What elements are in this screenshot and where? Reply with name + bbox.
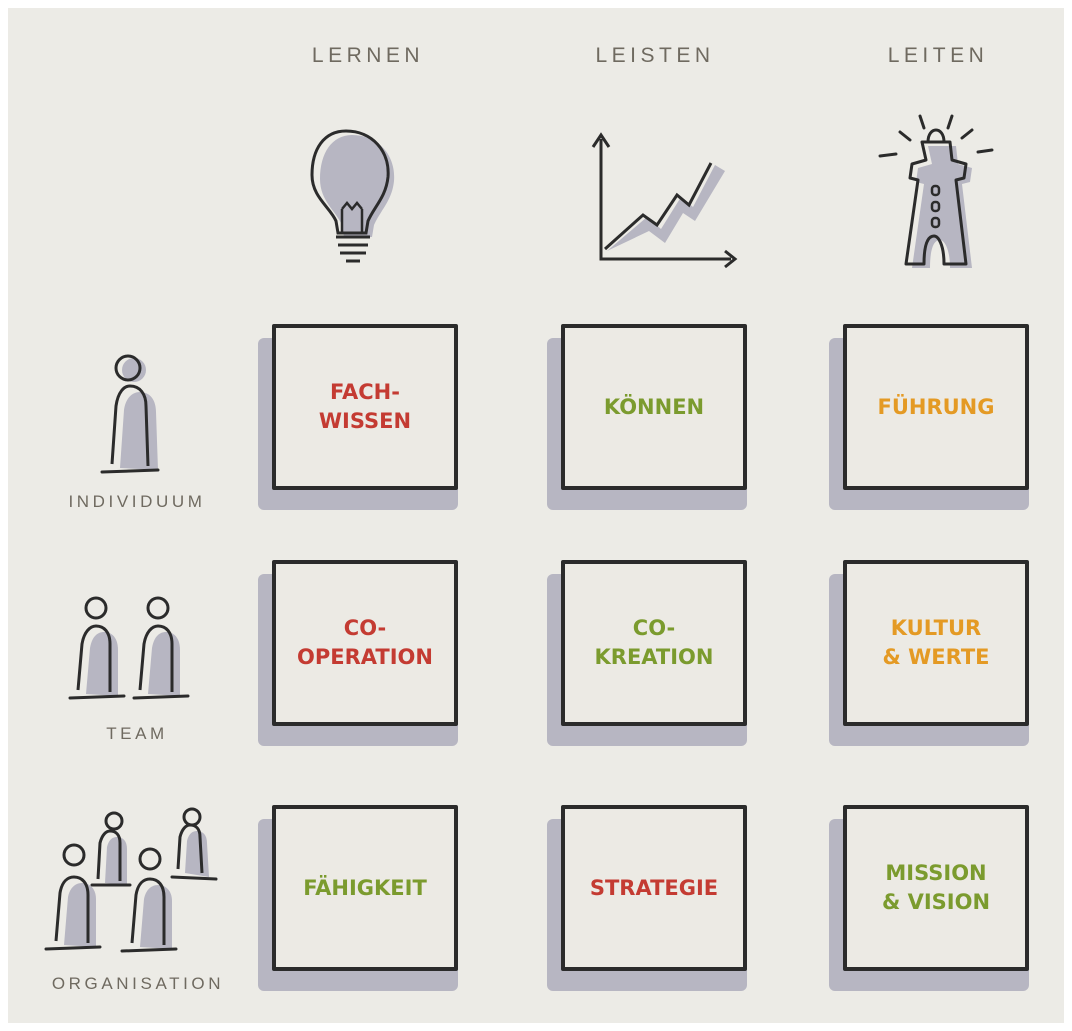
cell-fuehrung: FÜHRUNG [829,324,1029,510]
cell-fachwissen: FACH- WISSEN [258,324,458,510]
cell-box: FÄHIGKEIT [272,805,458,971]
cell-label: FÄHIGKEIT [303,875,427,900]
cell-box: CO- KREATION [561,560,747,726]
cell-label: CO- KREATION [594,616,714,669]
cell-box: MISSION & VISION [843,805,1029,971]
cell-cooperation: CO- OPERATION [258,560,458,746]
cell-box: KULTUR & WERTE [843,560,1029,726]
cell-cokreation: CO- KREATION [547,560,747,746]
cell-box: CO- OPERATION [272,560,458,726]
cell-koennen: KÖNNEN [547,324,747,510]
organisation-icon [44,807,218,953]
cell-label: STRATEGIE [589,875,719,900]
cell-box: FACH- WISSEN [272,324,458,490]
person-icon [100,354,160,474]
cell-label: CO- OPERATION [297,616,433,669]
cell-label: KULTUR & WERTE [882,616,990,669]
lightbulb-icon [310,129,395,263]
column-header-lernen: LERNEN [311,44,425,67]
lighthouse-icon [878,114,994,268]
row-label-team: TEAM [106,724,168,743]
column-header-leisten: LEISTEN [595,44,715,67]
row-label-organisation: ORGANISATION [51,974,225,993]
cell-label: FÜHRUNG [877,394,995,419]
cell-box: STRATEGIE [561,805,747,971]
cell-strategie: STRATEGIE [547,805,747,991]
cell-label: FACH- WISSEN [318,380,412,433]
cell-label: MISSION & VISION [881,861,991,914]
cell-box: KÖNNEN [561,324,747,490]
row-label-individuum: INDIVIDUUM [68,492,206,511]
cell-label: KÖNNEN [603,394,705,419]
column-header-leiten: LEITEN [887,44,989,67]
cell-kultur-werte: KULTUR & WERTE [829,560,1029,746]
cell-mission-vision: MISSION & VISION [829,805,1029,991]
cell-box: FÜHRUNG [843,324,1029,490]
cell-faehigkeit: FÄHIGKEIT [258,805,458,991]
team-icon [68,596,190,700]
growth-chart-icon [591,132,738,269]
